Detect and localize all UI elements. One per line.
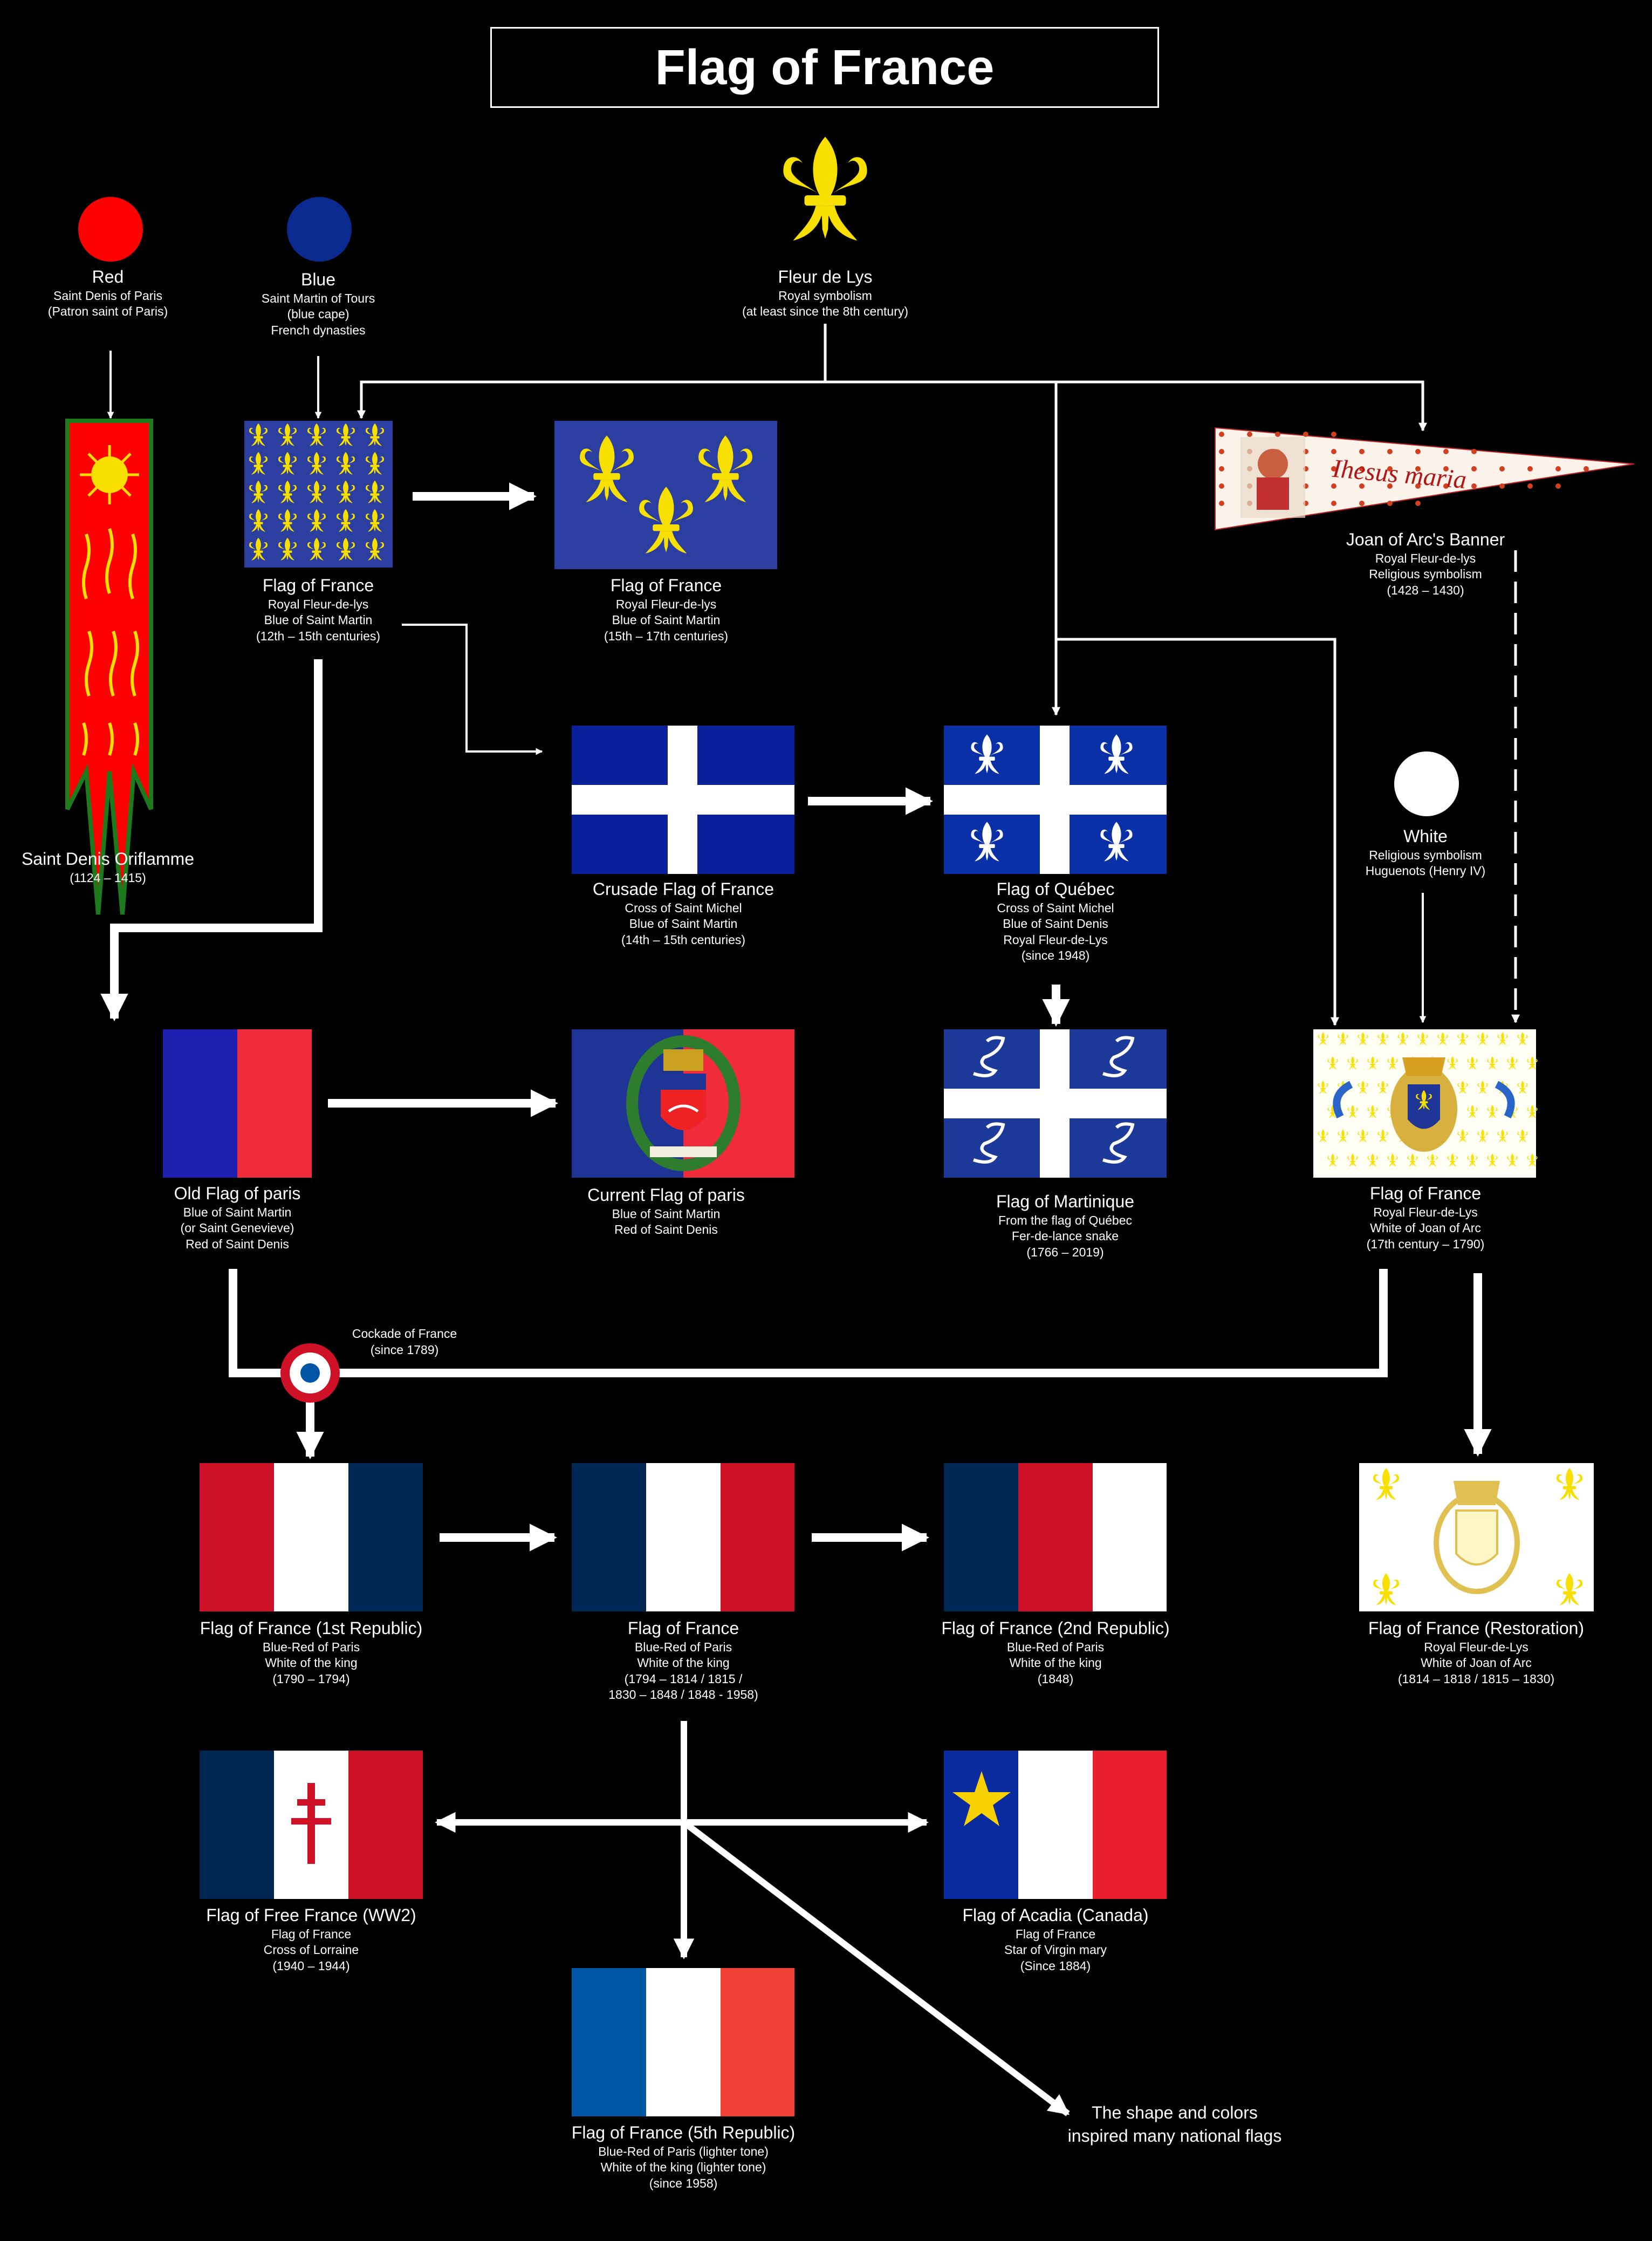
snake-icon <box>1102 1122 1135 1164</box>
label-free-france: Flag of Free France (WW2) Flag of France… <box>206 1905 416 1973</box>
snake-icon <box>973 1036 1005 1077</box>
label-first-republic: Flag of France (1st Republic) Blue-Red o… <box>200 1618 423 1686</box>
banner-pattern-dot <box>1499 483 1505 489</box>
banner-pattern-dot <box>1555 466 1561 472</box>
label-current-paris: Current Flag of paris Blue of Saint Mart… <box>587 1185 745 1237</box>
flag-france-white-royal <box>1313 1029 1538 1178</box>
flag-fifth-republic <box>572 1968 794 2116</box>
label-tricolore: Flag of France Blue-Red of Paris White o… <box>608 1618 758 1702</box>
flag-france-three-fleurs <box>554 421 777 569</box>
banner-pattern-dot <box>1359 466 1365 472</box>
flag-free-france <box>200 1751 423 1899</box>
banner-pattern-dot <box>1584 466 1589 472</box>
banner-pattern-dot <box>1219 501 1224 506</box>
banner-pattern-dot <box>1387 466 1393 472</box>
arrow-to-old-paris <box>100 659 323 1022</box>
title-box: Flag of France <box>490 27 1159 108</box>
banner-pattern-dot <box>1219 449 1224 454</box>
label-restoration: Flag of France (Restoration) Royal Fleur… <box>1368 1618 1585 1686</box>
banner-pattern-dot <box>1555 483 1561 489</box>
joan-banner-flag: Ihesus maria <box>1215 427 1635 531</box>
banner-pattern-dot <box>1415 483 1421 489</box>
label-oriflamme: Saint Denis Oriflamme (1124 – 1415) <box>21 849 195 885</box>
banner-pattern-dot <box>1331 432 1336 437</box>
banner-pattern-dot <box>1387 449 1393 454</box>
banner-pattern-dot <box>1443 466 1449 472</box>
banner-pattern-dot <box>1471 483 1477 489</box>
oriflamme-flag <box>65 419 153 915</box>
fleur-de-lys-icon <box>783 136 867 241</box>
banner-pattern-dot <box>1275 432 1280 437</box>
flag-martinique <box>944 1029 1167 1178</box>
banner-pattern-dot <box>1387 501 1393 506</box>
arrow-to-inspired <box>682 1820 1070 2116</box>
banner-pattern-dot <box>1331 501 1336 506</box>
red-circle <box>78 197 143 262</box>
banner-pattern-dot <box>1219 466 1224 472</box>
banner-pattern-dot <box>1443 483 1449 489</box>
label-quebec: Flag of Québec Cross of Saint Michel Blu… <box>996 879 1115 963</box>
page-title: Flag of France <box>655 39 995 95</box>
banner-pattern-dot <box>1331 483 1336 489</box>
banner-pattern-dot <box>1331 466 1336 472</box>
label-acadia: Flag of Acadia (Canada) Flag of France S… <box>962 1905 1149 1973</box>
banner-pattern-dot <box>1415 449 1421 454</box>
banner-pattern-dot <box>1359 483 1365 489</box>
label-white: White Religious symbolism Huguenots (Hen… <box>1365 826 1486 878</box>
banner-pattern-dot <box>1219 483 1224 489</box>
label-inspired: The shape and colors inspired many natio… <box>1067 2103 1282 2146</box>
flag-current-paris <box>572 1029 794 1178</box>
flag-quebec <box>944 726 1167 874</box>
banner-pattern-dot <box>1247 432 1252 437</box>
flag-france-semis <box>244 421 393 568</box>
label-second-republic: Flag of France (2nd Republic) Blue-Red o… <box>941 1618 1170 1686</box>
banner-pattern-dot <box>1471 449 1477 454</box>
arrow-semis-to-crusade <box>402 624 543 755</box>
connector-lines <box>100 324 1520 2116</box>
label-fifth-republic: Flag of France (5th Republic) Blue-Red o… <box>571 2123 796 2190</box>
label-france-semis: Flag of France Royal Fleur-de-lys Blue o… <box>256 576 381 643</box>
flag-first-republic <box>200 1463 423 1611</box>
banner-pattern-dot <box>1303 432 1308 437</box>
white-circle <box>1394 751 1459 816</box>
label-fleur: Fleur de Lys Royal symbolism (at least s… <box>742 267 909 319</box>
label-cockade: Cockade of France (since 1789) <box>352 1327 457 1357</box>
banner-pattern-dot <box>1499 466 1505 472</box>
label-france-white: Flag of France Royal Fleur-de-Lys White … <box>1366 1184 1485 1251</box>
banner-pattern-dot <box>1359 501 1365 506</box>
banner-pattern-dot <box>1443 449 1449 454</box>
line-cockade-join <box>229 1269 1388 1377</box>
banner-pattern-dot <box>1387 483 1393 489</box>
label-old-paris: Old Flag of paris Blue of Saint Martin (… <box>174 1184 301 1251</box>
banner-pattern-dot <box>1471 466 1477 472</box>
snake-icon <box>1102 1036 1135 1077</box>
banner-pattern-dot <box>1527 483 1533 489</box>
label-red: Red Saint Denis of Paris (Patron saint o… <box>47 267 168 319</box>
banner-pattern-dot <box>1527 466 1533 472</box>
label-martinique: Flag of Martinique From the flag of Québ… <box>996 1192 1135 1259</box>
label-joan-banner: Joan of Arc's Banner Royal Fleur-de-lys … <box>1346 530 1505 597</box>
label-blue: Blue Saint Martin of Tours (blue cape) F… <box>261 270 375 337</box>
banner-pattern-dot <box>1415 466 1421 472</box>
banner-pattern-dot <box>1331 449 1336 454</box>
flag-acadia <box>944 1751 1167 1899</box>
flag-restoration <box>1359 1463 1594 1611</box>
flag-tricolore <box>572 1463 794 1611</box>
snake-icon <box>973 1122 1005 1164</box>
flag-second-republic <box>944 1463 1167 1611</box>
label-crusade: Crusade Flag of France Cross of Saint Mi… <box>592 879 774 947</box>
cockade-icon <box>280 1343 340 1403</box>
label-france-three: Flag of France Royal Fleur-de-lys Blue o… <box>604 576 729 643</box>
banner-pattern-dot <box>1219 432 1224 437</box>
blue-circle <box>287 197 352 262</box>
banner-pattern-dot <box>1359 449 1365 454</box>
banner-pattern-dot <box>1415 501 1421 506</box>
line-fleur-branches <box>357 324 827 419</box>
flag-crusade <box>572 726 794 874</box>
flag-old-paris <box>163 1029 312 1178</box>
